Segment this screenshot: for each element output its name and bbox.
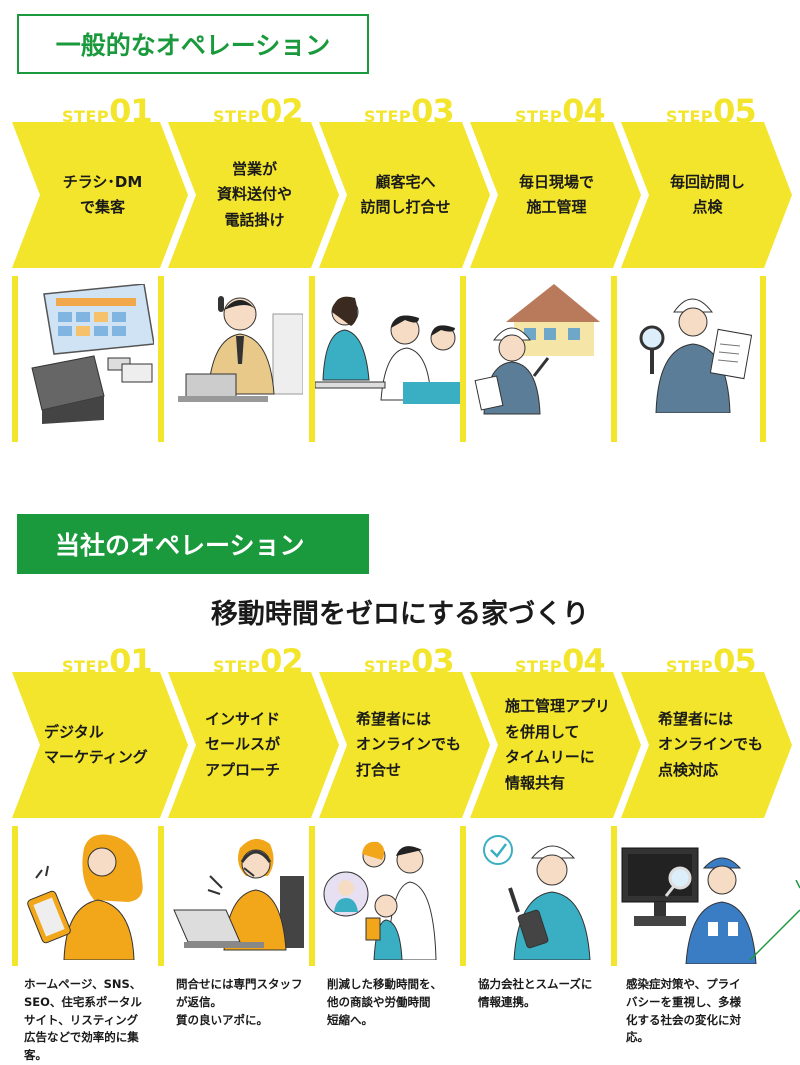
flyer-dm-illustration <box>31 284 154 424</box>
sales-phone-illustration <box>178 296 303 402</box>
step-description: 問合せには専門スタッフ が返信。 質の良いアポに。 <box>176 977 303 1027</box>
site-supervisor-illustration <box>474 284 600 415</box>
chevron-shape <box>12 122 188 268</box>
divider-bar <box>460 826 466 966</box>
step-word: STEP <box>213 107 261 126</box>
chevron-shape <box>12 672 188 818</box>
divider-bar <box>460 276 466 442</box>
step-description: ホームページ、SNS、 SEO、住宅系ポータル サイト、リスティング 広告などで… <box>24 977 142 1063</box>
step-word: STEP <box>62 657 110 676</box>
remote-inspection-illustration <box>621 847 757 964</box>
step-text: チラシ･DM で集客 <box>62 172 143 217</box>
home-visit-meeting-illustration <box>315 296 460 404</box>
flow-chevrons-general <box>12 122 792 268</box>
decorative-green-line <box>749 880 800 960</box>
inside-sales-headset-illustration <box>173 838 304 951</box>
inspection-illustration <box>639 298 753 413</box>
step-text: 毎日現場で 施工管理 <box>518 172 594 217</box>
step-text: 希望者には オンラインでも 点検対応 <box>658 709 764 779</box>
step-description: 感染症対策や、プライ バシーを重視し、多様 化する社会の変化に対 応。 <box>626 977 741 1045</box>
step-description: 協力会社とスムーズに 情報連携。 <box>478 977 593 1009</box>
step-word: STEP <box>666 657 714 676</box>
step-word: STEP <box>213 657 261 676</box>
divider-bar <box>12 826 18 966</box>
divider-bar <box>309 826 315 966</box>
chevron-shape <box>319 672 490 818</box>
digital-marketing-illustration <box>27 834 143 960</box>
step-word: STEP <box>364 107 412 126</box>
step-word: STEP <box>364 657 412 676</box>
divider-bar <box>611 826 617 966</box>
divider-bar <box>760 276 766 442</box>
chevron-shape <box>470 122 641 268</box>
step-text: 営業が 資料送付や 電話掛け <box>216 159 292 229</box>
step-text: 毎回訪問し 点検 <box>669 172 745 217</box>
chevron-shape <box>621 122 792 268</box>
section-title-general: 一般的なオペレーション <box>17 14 369 74</box>
step-text: デジタル マーケティング <box>44 722 148 767</box>
step-text: インサイド セールスが アプローチ <box>205 709 281 779</box>
divider-bar <box>12 276 18 442</box>
chevron-shape <box>470 672 641 818</box>
section-title-ours: 当社のオペレーション <box>17 514 369 574</box>
online-meeting-illustration <box>323 841 437 960</box>
step-word: STEP <box>515 657 563 676</box>
step-text: 希望者には オンラインでも 打合せ <box>356 709 462 779</box>
step-word: STEP <box>62 107 110 126</box>
divider-bar <box>158 276 164 442</box>
divider-bar <box>309 276 315 442</box>
step-text: 顧客宅へ 訪問し打合せ <box>360 172 451 217</box>
chevron-shape <box>168 672 339 818</box>
divider-bar <box>158 826 164 966</box>
chevron-shape <box>621 672 792 818</box>
step-word: STEP <box>666 107 714 126</box>
construction-app-illustration <box>483 835 591 960</box>
divider-bar <box>611 276 617 442</box>
headline: 移動時間をゼロにする家づくり <box>210 599 590 630</box>
flow-chevrons-ours <box>12 672 792 818</box>
chevron-shape <box>168 122 339 268</box>
step-word: STEP <box>515 107 563 126</box>
step-description: 削減した移動時間を、 他の商談や労働時間 短縮へ。 <box>327 977 442 1027</box>
chevron-shape <box>319 122 490 268</box>
step-text: 施工管理アプリ を併用して タイムリーに 情報共有 <box>505 697 611 792</box>
